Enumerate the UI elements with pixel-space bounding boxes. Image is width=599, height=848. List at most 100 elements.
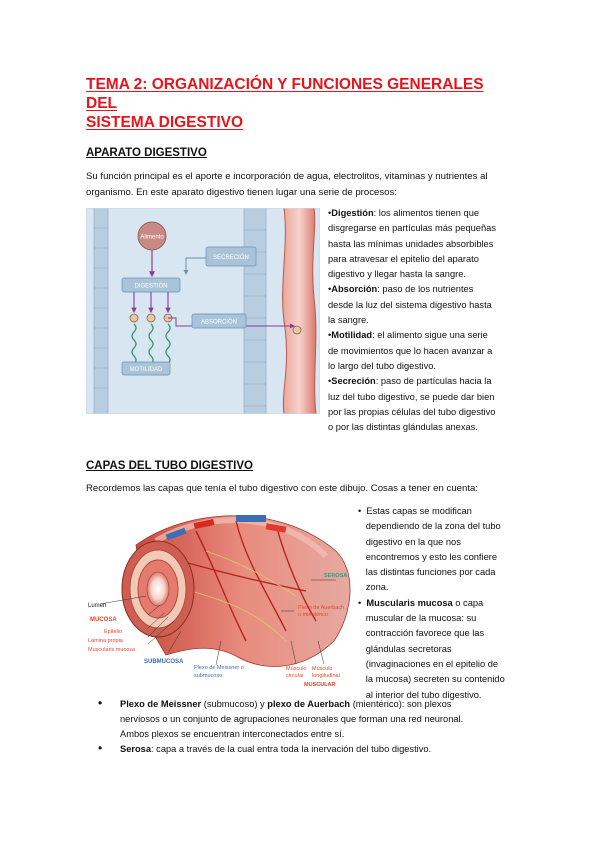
tube-vessels bbox=[180, 520, 317, 642]
figure-credit: https://...elsevier bbox=[314, 682, 336, 686]
bullet-motilidad-line-2: de movimientos que lo hacen avanzar a bbox=[328, 345, 493, 356]
bullet-muscularis-mucosa-term: Muscularis mucosa bbox=[366, 597, 453, 608]
figure-labels: Lumen MUCOSA Epitelio Lámina propia Musc… bbox=[88, 573, 347, 688]
bullet-plexos-line-2: nerviosos o un conjunto de agrupaciones … bbox=[120, 714, 464, 724]
absorcion-label: ABSORCIÓN bbox=[201, 319, 237, 326]
tab-red-left bbox=[193, 518, 215, 530]
label-plexo-meissner-1: Plexo de Meissner o bbox=[194, 665, 244, 671]
bullet-secrecion-line-3: por las propias células del tubo digesti… bbox=[328, 406, 496, 417]
digestive-tube-layers-figure: Lumen MUCOSA Epitelio Lámina propia Musc… bbox=[88, 515, 351, 688]
digestive-processes-figure: Alimento SECRECIÓN DIGESTIÓN ABSORCIÓN M… bbox=[86, 208, 320, 414]
section1-intro-line-1: Su función principal es el aporte e inco… bbox=[86, 171, 488, 182]
bullet-muscularis-mucosa-line-6: la mucosa) secreten su contenido bbox=[365, 674, 505, 685]
page-title-line-1: TEMA 2: ORGANIZACIÓN Y FUNCIONES GENERAL… bbox=[86, 76, 484, 112]
bullet-absorcion-line-1: : paso de los nutrientes bbox=[377, 284, 474, 295]
figure-leader-lines bbox=[99, 579, 336, 666]
bullet-estas-capas-line-6: zona. bbox=[365, 582, 389, 593]
bullet-muscularis-mucosa-line-7: al interior del tubo digestivo. bbox=[365, 689, 482, 700]
bullet-absorcion-term: Absorción bbox=[331, 284, 378, 295]
section-heading-aparato-digestivo: APARATO DIGESTIVO bbox=[86, 147, 207, 159]
alimento-label: Alimento bbox=[140, 235, 164, 241]
label-musculo-longitudinal-1: Músculo bbox=[312, 666, 332, 672]
label-lumen: Lumen bbox=[88, 603, 106, 609]
bullet-absorcion-line-3: la sangre. bbox=[328, 315, 369, 326]
bullet-plexos-rest: (mientérico): son plexos bbox=[350, 699, 452, 709]
figure-background bbox=[86, 208, 320, 414]
section1-intro-line-2: organismo. En este aparato digestivo tie… bbox=[86, 186, 397, 198]
label-submucosa: SUBMUCOSA bbox=[144, 659, 184, 665]
section2-right-bullets: • Estas capas se modifican dependiendo d… bbox=[358, 504, 528, 703]
secrecion-label: SECRECIÓN bbox=[213, 254, 249, 261]
bullet-digestion-line-5: digestivo y llegar hasta la sangre. bbox=[328, 269, 466, 280]
secrecion-box bbox=[205, 246, 257, 267]
section-heading-capas-tubo-digestivo: CAPAS DEL TUBO DIGESTIVO bbox=[86, 460, 253, 472]
epithelium-right bbox=[243, 208, 267, 414]
label-plexo-meissner-2: submucoso bbox=[194, 673, 222, 679]
bullet-secrecion-term: Secreción bbox=[331, 376, 376, 387]
label-muscularis-mucosa: Muscularis mucosa bbox=[88, 647, 136, 653]
page-title: TEMA 2: ORGANIZACIÓN Y FUNCIONES GENERAL… bbox=[86, 75, 506, 132]
bullet-secrecion-line-4: o por las distintas glándulas anexas. bbox=[328, 422, 478, 433]
label-musculo-circular-2: circular bbox=[286, 673, 304, 679]
bullet-motilidad-line-3: lo largo del tubo digestivo. bbox=[328, 360, 437, 371]
bullet-secrecion-line-1: : paso de partículas hacia la bbox=[375, 376, 492, 387]
label-lamina-propia: Lámina propia bbox=[88, 638, 124, 644]
bullet-serosa-text: : capa a través de la cual entra toda la… bbox=[151, 744, 432, 754]
bullet-motilidad-term: Motilidad bbox=[331, 330, 373, 341]
bullet-motilidad-line-1: : el alimento sigue una serie bbox=[372, 330, 488, 341]
tab-blue-left bbox=[165, 527, 187, 541]
bullet-digestion-line-4: para atravesar el epitelio del aparato bbox=[328, 253, 479, 264]
motilidad-box bbox=[121, 361, 171, 376]
bullet-absorcion-line-2: desde la luz del sistema digestivo hasta bbox=[328, 299, 492, 310]
bullet-estas-capas: • Estas capas se modifican dependiendo d… bbox=[358, 506, 501, 593]
bullet-estas-capas-line-2: dependiendo de la zona del tubo bbox=[365, 521, 501, 532]
label-muscular: MUSCULAR bbox=[304, 682, 335, 688]
label-epitelio: Epitelio bbox=[104, 629, 122, 635]
bullet-muscularis-mucosa-line-1: o capa bbox=[452, 597, 484, 608]
section2-intro: Recordemos las capas que tenía el tubo d… bbox=[86, 483, 478, 494]
bullet-plexos: Plexo de Meissner (submucoso) y plexo de… bbox=[90, 696, 550, 742]
digestion-branches bbox=[131, 292, 171, 314]
bullet-plexos-line-3: Ambos plexos se encuentran interconectad… bbox=[120, 729, 345, 739]
label-plexo-auerbach-1: Plexo de Auerbach bbox=[298, 605, 344, 611]
bullet-estas-capas-line-1: Estas capas se modifican bbox=[366, 506, 472, 516]
tube-lumen bbox=[146, 571, 170, 607]
absorbed-particle bbox=[292, 325, 302, 335]
bullet-muscularis-mucosa: • Muscularis mucosa o capa muscular de l… bbox=[358, 597, 505, 700]
epithelium-left bbox=[93, 208, 109, 414]
blood-vessel bbox=[282, 208, 317, 414]
bullet-muscularis-mucosa-line-5: (invaginaciones en el epitelio de bbox=[365, 658, 499, 669]
bullet-serosa: Serosa: capa a través de la cual entra t… bbox=[90, 741, 550, 757]
tube-nerves bbox=[190, 550, 297, 642]
bullet-muscularis-mucosa-line-4: glándulas secretoras bbox=[365, 643, 452, 654]
section1-intro: Su función principal es el aporte e inco… bbox=[86, 169, 526, 200]
bullet-estas-capas-line-3: digestivo en la que nos bbox=[365, 536, 461, 547]
bullet-muscularis-mucosa-line-3: contracción favorece que las bbox=[365, 628, 485, 639]
label-musculo-circular-1: Músculo bbox=[286, 666, 306, 672]
tab-red-right bbox=[265, 523, 287, 533]
bullet-digestion-term: Digestión bbox=[331, 208, 374, 218]
digestion-label: DIGESTIÓN bbox=[134, 283, 167, 290]
label-plexo-auerbach-2: o mientérico bbox=[298, 612, 328, 618]
bullet-secrecion-line-2: luz del tubo digestivo, se puede dar bie… bbox=[328, 391, 495, 402]
bullet-plexos-mid: (submucoso) y bbox=[201, 699, 268, 709]
section2-full-bullets: Plexo de Meissner (submucoso) y plexo de… bbox=[90, 696, 550, 757]
label-mucosa: MUCOSA bbox=[90, 617, 117, 623]
label-serosa: SEROSA bbox=[324, 573, 347, 579]
bullet-plexo-auerbach-term: plexo de Auerbach bbox=[267, 699, 351, 709]
bullet-muscularis-mucosa-line-2: muscular de la mucosa: su bbox=[365, 613, 477, 624]
bullet-digestion-line-1: : los alimentos tienen que bbox=[373, 208, 480, 218]
absorcion-box bbox=[191, 313, 247, 329]
bullet-estas-capas-line-4: encontremos y esto les confiere bbox=[365, 551, 498, 562]
tab-blue-top bbox=[236, 515, 266, 522]
motilidad-label: MOTILIDAD bbox=[130, 367, 163, 373]
page-title-line-2: SISTEMA DIGESTIVO bbox=[86, 114, 244, 131]
bullet-digestion-line-3: hasta las mínimas unidades absorbibles bbox=[328, 238, 494, 249]
secrecion-arrow bbox=[183, 257, 206, 275]
bullet-serosa-term: Serosa bbox=[120, 744, 152, 754]
